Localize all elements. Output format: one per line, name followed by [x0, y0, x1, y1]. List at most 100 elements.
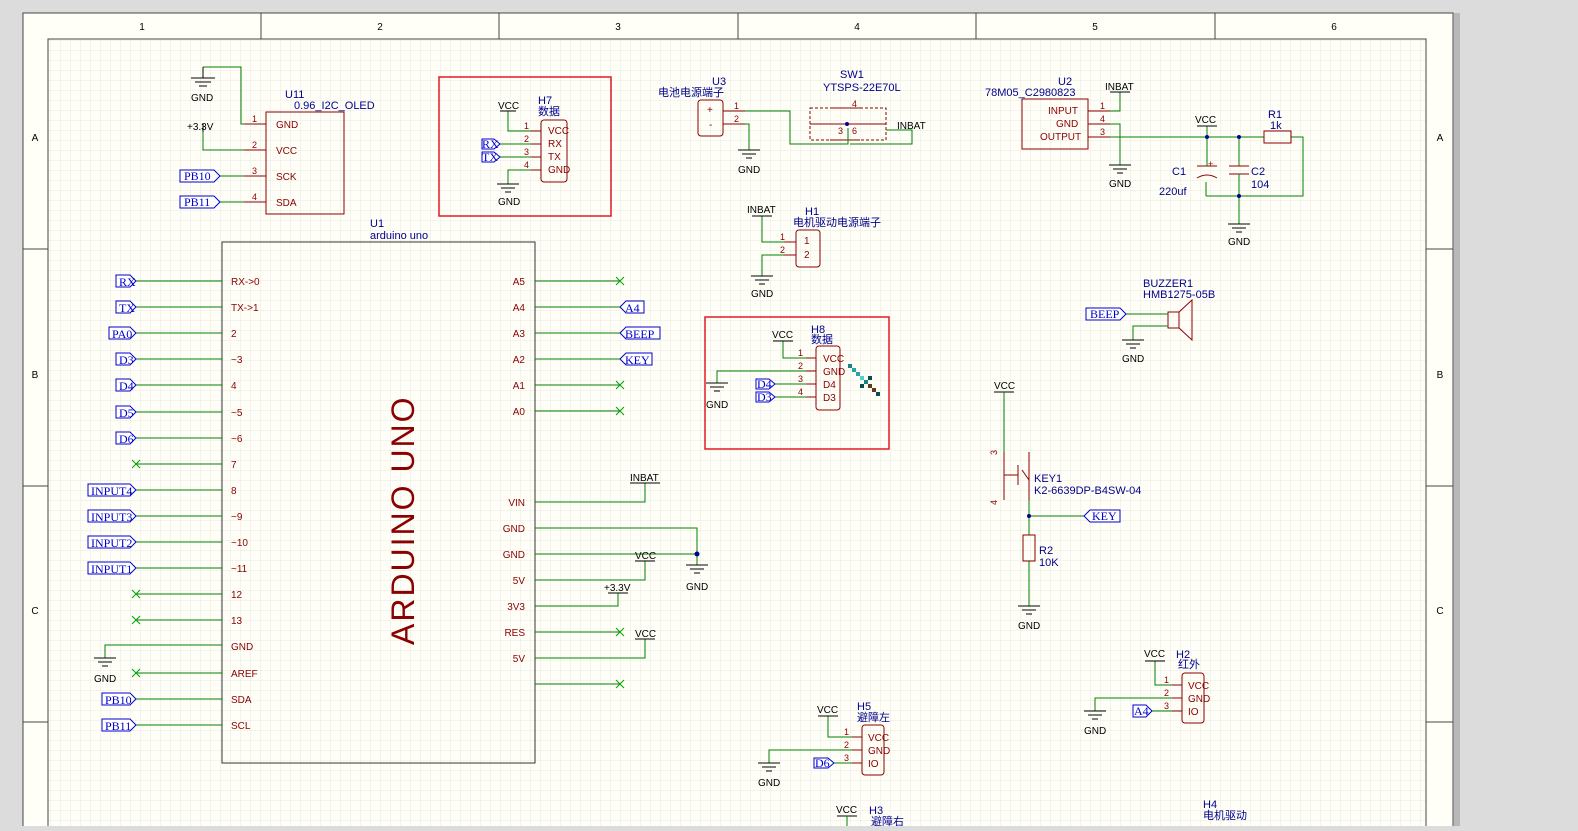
svg-text:D3: D3: [119, 353, 134, 367]
svg-text:1: 1: [804, 236, 810, 247]
u1-left-pin-label: ~11: [231, 564, 248, 575]
port-a4[interactable]: A4: [1132, 704, 1153, 718]
row-label: B: [32, 370, 39, 381]
h1-motor-power-terminal[interactable]: H1 电机驱动电源端子 1 2 1 2 INBAT GND: [747, 205, 881, 300]
no-connect-mark: [615, 627, 625, 637]
u1-left-pin-label: ~5: [231, 408, 243, 419]
svg-text:GND: GND: [1018, 621, 1040, 632]
svg-text:INBAT: INBAT: [897, 121, 926, 132]
port-input1[interactable]: INPUT1: [87, 561, 137, 576]
port-pb10[interactable]: PB10: [179, 169, 221, 183]
svg-text:GND: GND: [751, 289, 773, 300]
svg-text:3: 3: [844, 753, 849, 763]
port-d5[interactable]: D5: [115, 405, 137, 420]
u3-battery-terminal[interactable]: U3 电池电源端子 + - 1 2 GND: [658, 76, 810, 176]
h7-highlight-box: [438, 76, 612, 217]
svg-text:D3: D3: [823, 393, 836, 404]
left-wires: RX TX PA0D3D4D5D6INPUT4INPUT3INPUT2INPUT1P…: [87, 274, 222, 733]
no-connect-mark: [615, 406, 625, 416]
port-d3[interactable]: D3: [755, 390, 776, 404]
buzzer1[interactable]: BUZZER1 HMB1275-05B GND BEEP: [1085, 278, 1215, 365]
column-dividers: [260, 13, 1216, 39]
row-label: B: [1437, 370, 1444, 381]
gnd-label: GND: [498, 197, 520, 208]
svg-text:R1: R1: [1268, 109, 1282, 121]
port-pb11[interactable]: PB11: [179, 195, 221, 209]
u1-left-pin-label: 2: [231, 329, 237, 340]
svg-text:2: 2: [734, 114, 739, 124]
pin-number: 3: [524, 147, 529, 157]
u1-right-pin-label: 3V3: [507, 602, 525, 613]
sw1-switch[interactable]: SW1 YTSPS-22E70L 4 3 6 INBAT: [809, 69, 926, 145]
u1-right-pin-label: RES: [504, 628, 525, 639]
svg-text:GND: GND: [1056, 119, 1078, 130]
svg-text:RX: RX: [119, 275, 136, 289]
svg-text:GND: GND: [823, 367, 845, 378]
svg-text:INPUT2: INPUT2: [91, 536, 132, 550]
h2-infrared[interactable]: H2 红外 VCC GND IO 1 2 3 VCC GND A4: [1084, 649, 1210, 737]
svg-text:1: 1: [780, 232, 785, 242]
port-d6[interactable]: D6: [115, 431, 137, 446]
svg-text:PB11: PB11: [105, 719, 131, 733]
h8-connector[interactable]: H8 数据 VCC GND D4 D3 1 2 3 4 VCC GND D4: [704, 316, 890, 450]
svg-text:C2: C2: [1251, 166, 1265, 178]
u1-left-pin-label: RX->0: [231, 277, 260, 288]
port-d3[interactable]: D3: [115, 352, 137, 367]
u2-regulator[interactable]: U2 78M05_C2980823 INPUT GND OUTPUT 1 4 3…: [985, 76, 1304, 248]
u11-pin: VCC: [276, 146, 297, 157]
svg-text:3: 3: [838, 126, 843, 136]
port-pb10[interactable]: PB10: [101, 692, 137, 707]
key1-switch[interactable]: VCC 3 4 KEY1 K2-6639DP-B4SW-04 R2 10K GN…: [989, 381, 1141, 632]
svg-text:VCC: VCC: [823, 354, 844, 365]
port-pb11[interactable]: PB11: [101, 718, 137, 733]
port-d4[interactable]: D4: [755, 377, 776, 391]
column-label: 4: [854, 22, 860, 33]
u1-gnd-left: GND: [94, 644, 222, 685]
svg-text:BUZZER1: BUZZER1: [1143, 278, 1193, 290]
svg-text:K2-6639DP-B4SW-04: K2-6639DP-B4SW-04: [1034, 485, 1141, 497]
port-rx[interactable]: RX: [481, 137, 501, 151]
no-connect-mark: [131, 589, 141, 599]
u1-arduino-uno[interactable]: U1 arduino uno ARDUINO UNO RX->0TX->12~3…: [221, 218, 536, 764]
u1-left-pin-label: ~6: [231, 434, 243, 445]
port-beep[interactable]: BEEP: [1085, 307, 1127, 321]
h7-value: 数据: [538, 104, 560, 118]
r1-body: [1263, 130, 1292, 144]
h5-obstacle-left[interactable]: H5 避障左 VCC GND IO 1 2 3 VCC GND D6: [758, 701, 890, 789]
no-connect-mark: [131, 615, 141, 625]
u11-oled[interactable]: U11 0.96_I2C_OLED GND VCC SCK SDA 1 2 3 …: [179, 66, 375, 215]
port-key[interactable]: KEY: [1083, 509, 1121, 523]
no-connect-mark: [615, 380, 625, 390]
column-label: 6: [1331, 22, 1337, 33]
u1-right-pin-label: VIN: [508, 498, 525, 509]
svg-text:3: 3: [798, 374, 803, 384]
port-rx[interactable]: RX: [115, 274, 137, 289]
h3-obstacle-right[interactable]: VCC H3 避障右: [836, 805, 904, 828]
port-input2[interactable]: INPUT2: [87, 535, 137, 550]
svg-text:IO: IO: [868, 759, 879, 770]
svg-text:4: 4: [852, 99, 857, 109]
port-tx[interactable]: TX: [115, 300, 137, 315]
svg-text:GND: GND: [1122, 354, 1144, 365]
port-pa0[interactable]: PA0: [108, 326, 137, 341]
h4-motor-driver[interactable]: H4 电机驱动: [1203, 799, 1247, 822]
svg-text:H2: H2: [1176, 649, 1190, 661]
port-beep[interactable]: BEEP: [619, 326, 661, 341]
svg-text:GND: GND: [686, 582, 708, 593]
svg-text:D6: D6: [119, 432, 134, 446]
u1-left-pin-label: ~3: [231, 355, 243, 366]
svg-text:D6: D6: [815, 756, 830, 770]
port-a4[interactable]: A4: [619, 300, 645, 315]
u3-ref: U3: [712, 76, 726, 88]
port-input4[interactable]: INPUT4: [87, 483, 137, 498]
h7-connector[interactable]: H7 数据 VCC RX TX GND 1 2 3 4 VCC GND RX: [438, 76, 612, 217]
u11-value: 0.96_I2C_OLED: [294, 100, 375, 112]
port-d6[interactable]: D6: [813, 756, 835, 770]
row-label: C: [31, 606, 38, 617]
h7-pin: VCC: [548, 126, 569, 137]
port-tx[interactable]: TX: [481, 150, 501, 164]
port-input3[interactable]: INPUT3: [87, 509, 137, 524]
port-d4[interactable]: D4: [115, 378, 137, 393]
port-key[interactable]: KEY: [619, 352, 653, 367]
